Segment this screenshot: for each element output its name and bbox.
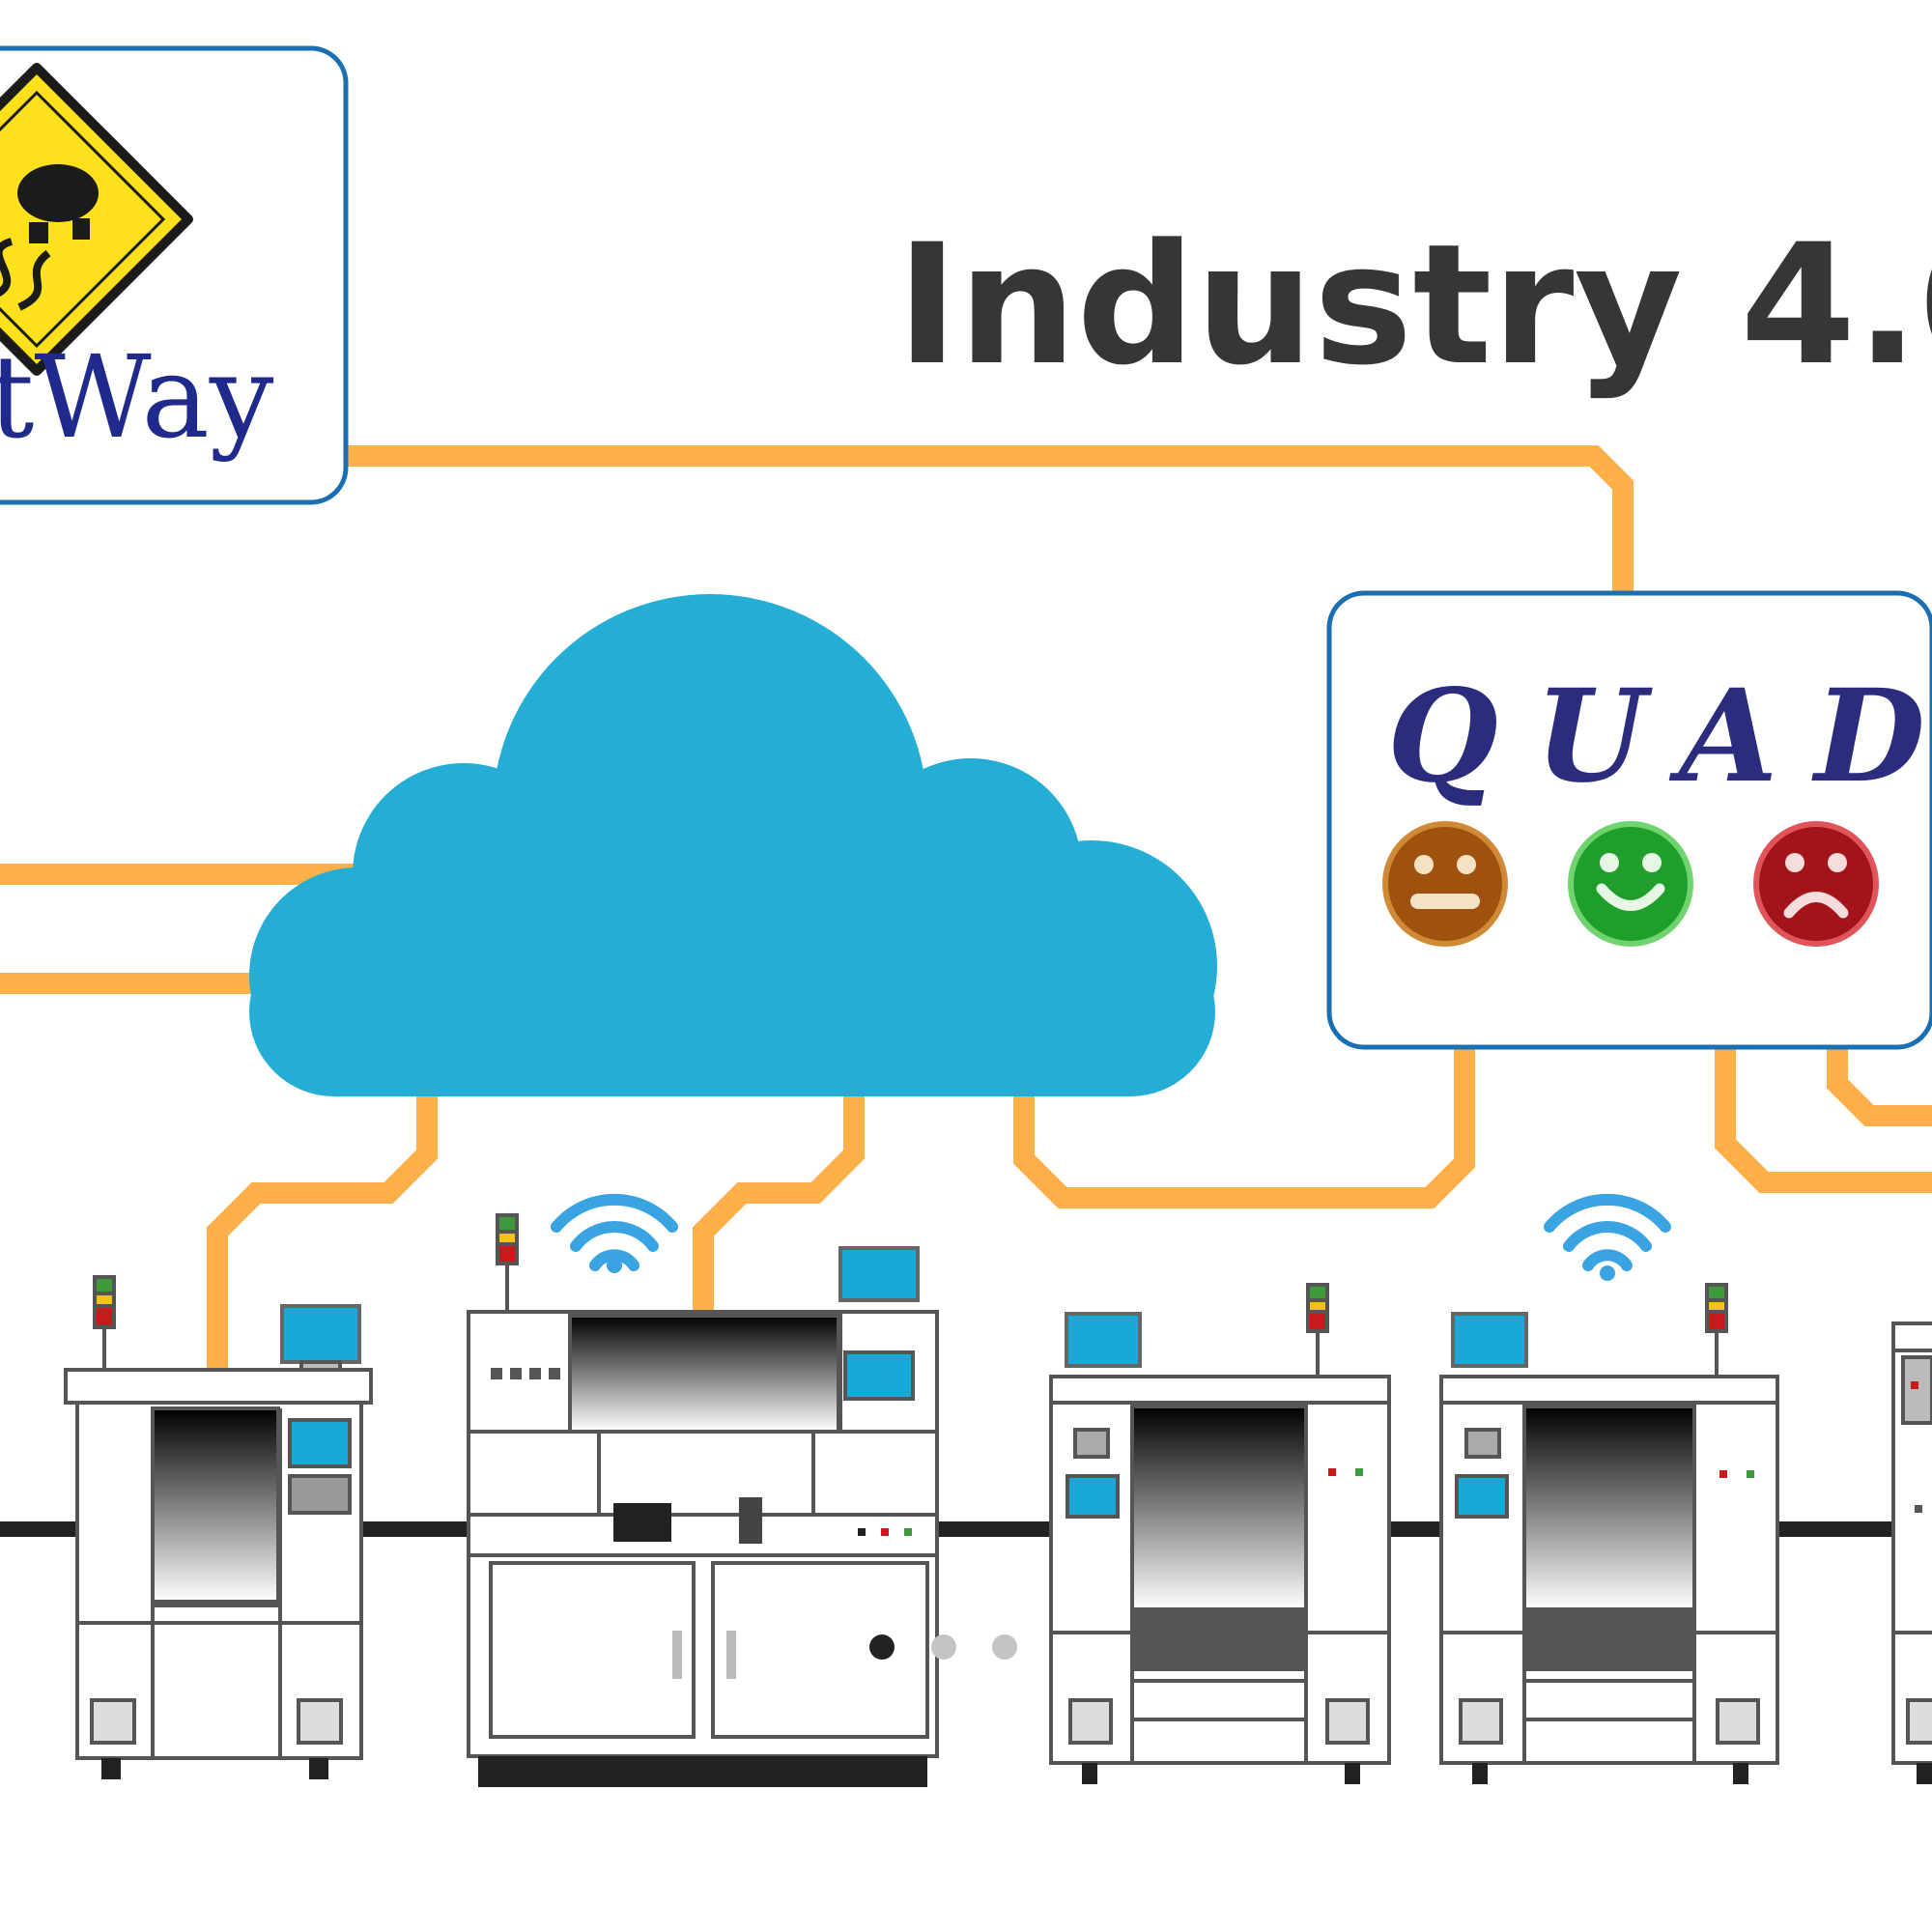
sad-face-icon <box>1753 821 1879 947</box>
pagination-dot <box>992 1634 1017 1660</box>
connector-cloud-machine-2 <box>693 1092 865 1312</box>
quad-box: QUAD <box>1326 590 1932 1050</box>
cloud-icon <box>249 594 1217 1096</box>
monitor <box>838 1246 920 1302</box>
machine-partial <box>1891 1321 1932 1784</box>
neutral-face-icon <box>1382 821 1508 947</box>
monitor <box>280 1304 361 1364</box>
pagination-dot <box>869 1634 895 1660</box>
machine-placer-1 <box>1049 1283 1391 1784</box>
page-title: Industry 4.0 <box>896 208 1932 402</box>
monitor <box>1065 1312 1142 1368</box>
signal-tower <box>93 1275 116 1295</box>
connector-cloud-machine-1 <box>207 1092 438 1372</box>
connector-quad-right-2 <box>1827 1043 1932 1126</box>
happy-face-icon <box>1568 821 1693 947</box>
pagination-dot <box>931 1634 956 1660</box>
machine-placer-2 <box>1439 1283 1779 1784</box>
logo-text: tWay <box>0 330 274 464</box>
wifi-icon <box>1544 1193 1671 1281</box>
machine-loader <box>64 1275 373 1779</box>
machine-printer <box>467 1213 939 1787</box>
wifi-icon <box>551 1193 678 1273</box>
logo-box: tWay <box>0 45 349 505</box>
connector-logo-to-quad <box>348 445 1634 594</box>
monitor <box>1451 1312 1528 1368</box>
quad-text: QUAD <box>1387 662 1932 811</box>
slippery-road-warning-icon <box>0 63 193 376</box>
connector-lines <box>0 445 1932 1372</box>
connector-cloud-quad <box>1013 1043 1475 1208</box>
connector-quad-right-1 <box>1715 1043 1932 1193</box>
